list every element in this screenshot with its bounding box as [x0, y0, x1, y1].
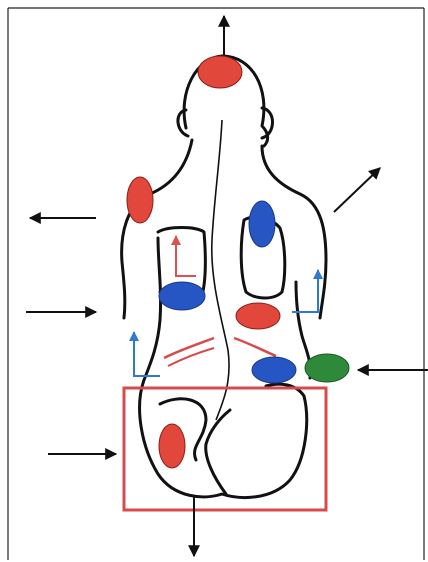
marker-left-lower-back	[159, 282, 205, 310]
marker-right-hip	[252, 357, 296, 383]
spine-line	[212, 120, 229, 420]
waist-crease-left	[164, 338, 214, 358]
waist-crease-left-2	[168, 348, 214, 366]
marker-right-lower-back	[236, 303, 280, 329]
arrow-upper-right-diagonal	[334, 168, 380, 212]
buttocks-cleft	[206, 410, 230, 494]
waist-crease-right	[234, 338, 276, 356]
marker-head	[198, 56, 242, 88]
torso-left-side	[144, 238, 161, 380]
marker-left-shoulder	[127, 177, 153, 223]
marker-left-buttock	[159, 424, 185, 468]
marker-right-scapula	[249, 201, 275, 247]
red-up-arrow-scapula	[176, 236, 196, 276]
marker-right-flank	[305, 354, 349, 382]
